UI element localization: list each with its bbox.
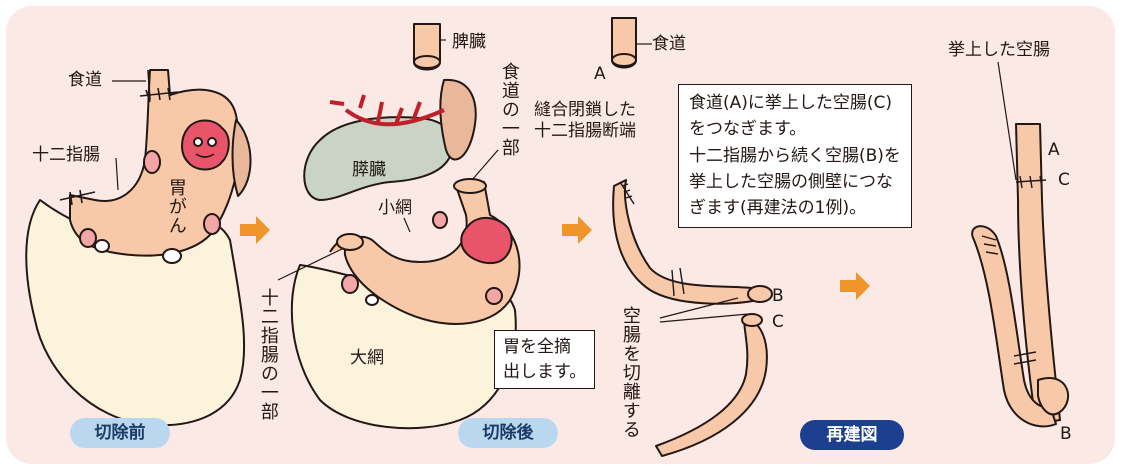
badge-after-resection: 切除後 bbox=[458, 418, 558, 448]
stump-line-2: 十二指腸断端 bbox=[534, 121, 636, 142]
leader-duodenum-before bbox=[116, 158, 118, 190]
label-c-cut: C bbox=[772, 312, 784, 333]
label-b-cut: B bbox=[772, 286, 784, 307]
leader-esophagus-part bbox=[472, 150, 498, 180]
explanation-line-5: ぎます(再建法の1例)。 bbox=[689, 195, 901, 221]
leader-raised-jejunum bbox=[998, 62, 1016, 180]
note-line-2: 出します。 bbox=[503, 360, 586, 385]
label-esophagus-cut: 食道 bbox=[652, 34, 686, 55]
tumor-after bbox=[461, 218, 511, 263]
jejunum-cut-limb bbox=[656, 318, 767, 456]
leader-lesser-omentum bbox=[404, 218, 410, 232]
label-cut-jejunum: 空腸を切離する bbox=[620, 306, 639, 439]
label-stomach-cancer: 胃がん bbox=[166, 178, 185, 235]
spleen-before bbox=[233, 120, 251, 196]
label-sutured-stump: 縫合閉鎖した 十二指腸断端 bbox=[534, 100, 636, 143]
arrow-2 bbox=[562, 216, 592, 244]
panel2-after bbox=[278, 24, 520, 428]
label-b-recon: B bbox=[1060, 424, 1072, 445]
note-line-1: 胃を全摘 bbox=[503, 335, 586, 360]
jejunum-loop bbox=[1038, 378, 1068, 414]
pancreas bbox=[304, 117, 452, 200]
stump-line-1: 縫合閉鎖した bbox=[534, 100, 636, 121]
stomach-cancer-tumor bbox=[182, 121, 229, 170]
badge-before-resection: 切除前 bbox=[70, 418, 170, 448]
panel4-reconstruction bbox=[972, 62, 1068, 426]
label-spleen: 脾臓 bbox=[452, 32, 486, 53]
label-raised-jejunum: 挙上した空腸 bbox=[948, 40, 1050, 61]
label-a-cut: A bbox=[594, 64, 606, 85]
label-duodenum-before: 十二指腸 bbox=[32, 145, 100, 166]
label-esophagus-before: 食道 bbox=[68, 70, 102, 91]
label-pancreas: 膵臓 bbox=[352, 160, 386, 181]
badge-reconstruction: 再建図 bbox=[800, 420, 904, 450]
explanation-line-1: 食道(A)に挙上した空腸(C) bbox=[689, 90, 901, 116]
explanation-box: 食道(A)に挙上した空腸(C) をつなぎます。 十二指腸から続く空腸(B)を 挙… bbox=[678, 84, 912, 228]
label-greater-omentum: 大網 bbox=[350, 348, 384, 369]
label-c-recon: C bbox=[1058, 170, 1070, 191]
explanation-line-3: 十二指腸から続く空腸(B)を bbox=[689, 143, 901, 169]
panel1-before bbox=[26, 70, 250, 425]
arrow-3 bbox=[840, 272, 870, 300]
label-esophagus-part: 食道の一部 bbox=[499, 62, 518, 157]
label-lesser-omentum: 小網 bbox=[378, 198, 412, 219]
note-total-gastrectomy: 胃を全摘 出します。 bbox=[494, 330, 595, 389]
explanation-line-2: をつなぎます。 bbox=[689, 116, 901, 142]
label-a-recon: A bbox=[1048, 140, 1060, 161]
arrow-1 bbox=[240, 216, 270, 244]
spleen-after bbox=[440, 80, 475, 160]
label-duodenum-part: 十二指腸の一部 bbox=[258, 288, 277, 421]
explanation-line-4: 挙上した空腸の側壁につな bbox=[689, 169, 901, 195]
